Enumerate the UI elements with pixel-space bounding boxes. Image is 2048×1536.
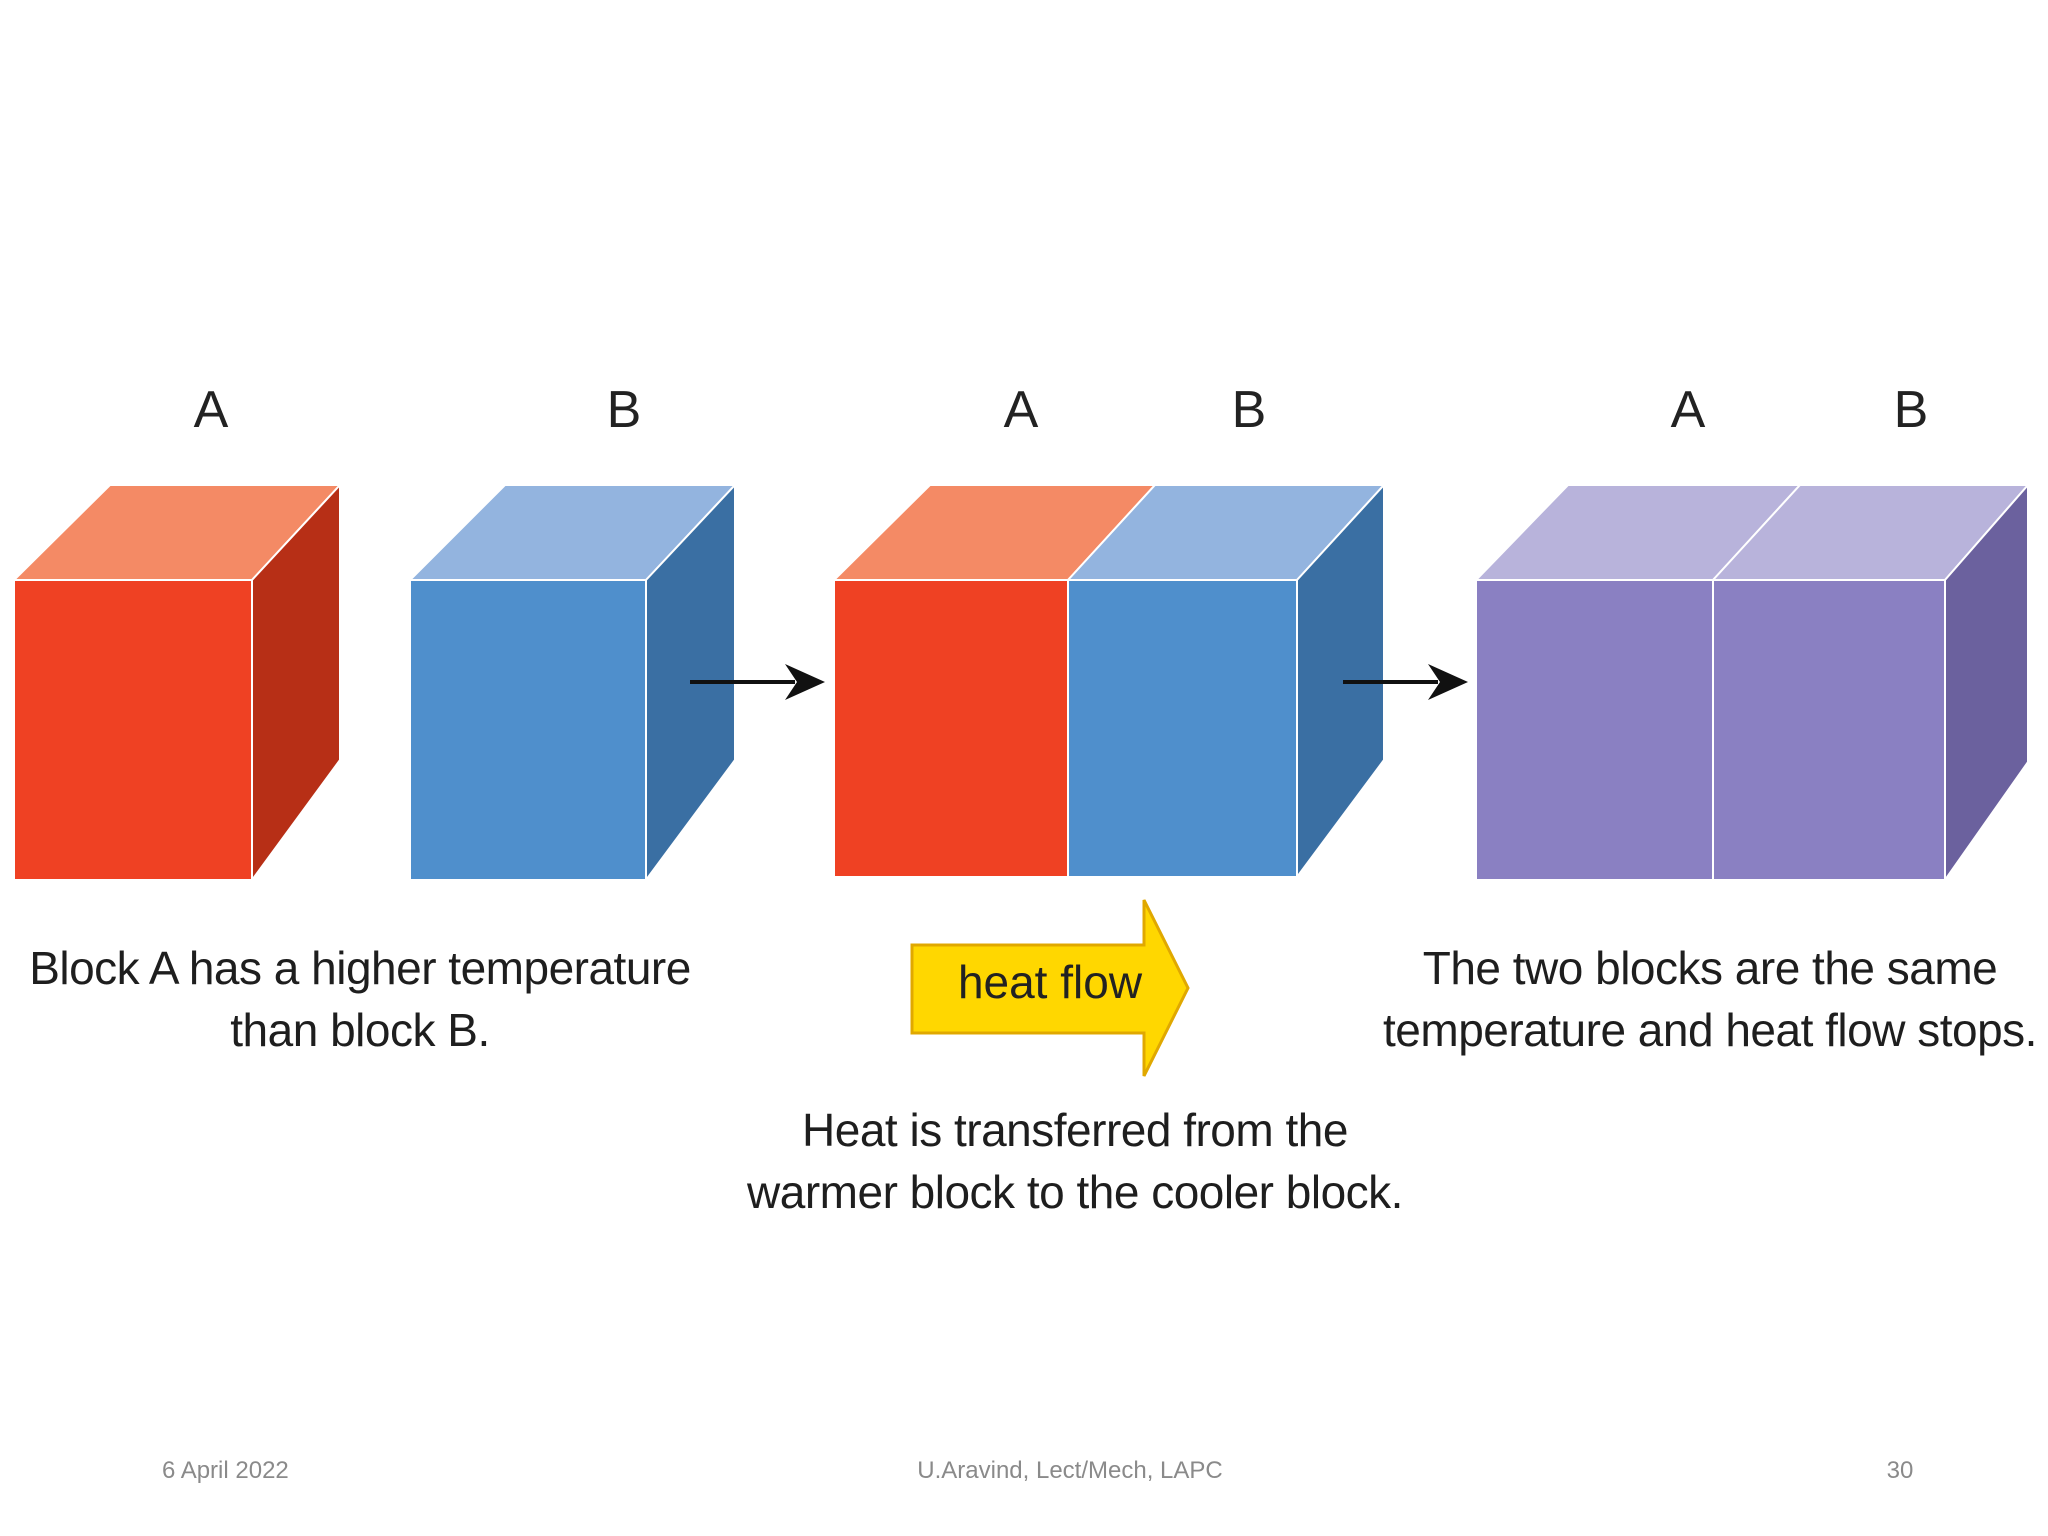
arrow-icon [690, 664, 825, 700]
caption-line: temperature and heat flow stops. [1383, 1004, 2037, 1056]
stage1-label-a: A [193, 381, 229, 439]
stage1-caption: Block A has a higher temperature than bl… [20, 937, 700, 1061]
heat-flow-label: heat flow [957, 956, 1143, 1008]
caption-line: The two blocks are the same [1422, 942, 1998, 994]
stage3-label-b: B [1893, 381, 1929, 439]
stage3-caption: The two blocks are the same temperature … [1375, 937, 2045, 1061]
stage1-block-b [407, 482, 738, 884]
caption-line: Heat is transferred from the [802, 1104, 1348, 1156]
caption-line: warmer block to the cooler block. [747, 1166, 1403, 1218]
caption-line: than block B. [230, 1004, 490, 1056]
page-number: 30 [1886, 1457, 1914, 1484]
stage2-block-b-front [1067, 579, 1298, 878]
stage2-label-a: A [1003, 381, 1039, 439]
stage2-block-a-front [833, 579, 1069, 878]
stage1-label-b: B [606, 381, 642, 439]
footer-author: U.Aravind, Lect/Mech, LAPC [917, 1457, 1223, 1484]
stage2-label-b: B [1231, 381, 1267, 439]
stage3-block-a-front [1475, 579, 1714, 881]
stage1-block-a-front [13, 579, 253, 881]
caption-line: Block A has a higher temperature [29, 942, 691, 994]
stage3-blocks [1473, 482, 2031, 884]
stage1-block-b-front [409, 579, 647, 881]
stage3-label-a: A [1670, 381, 1706, 439]
heat-flow-arrow [910, 899, 1190, 1077]
stage2-blocks [831, 482, 1387, 881]
stage2-caption: Heat is transferred from the warmer bloc… [720, 1099, 1430, 1223]
stage1-block-a [11, 482, 343, 884]
stage3-block-b-front [1712, 579, 1946, 881]
footer-date: 6 April 2022 [162, 1457, 289, 1484]
arrow-icon [1343, 664, 1468, 700]
